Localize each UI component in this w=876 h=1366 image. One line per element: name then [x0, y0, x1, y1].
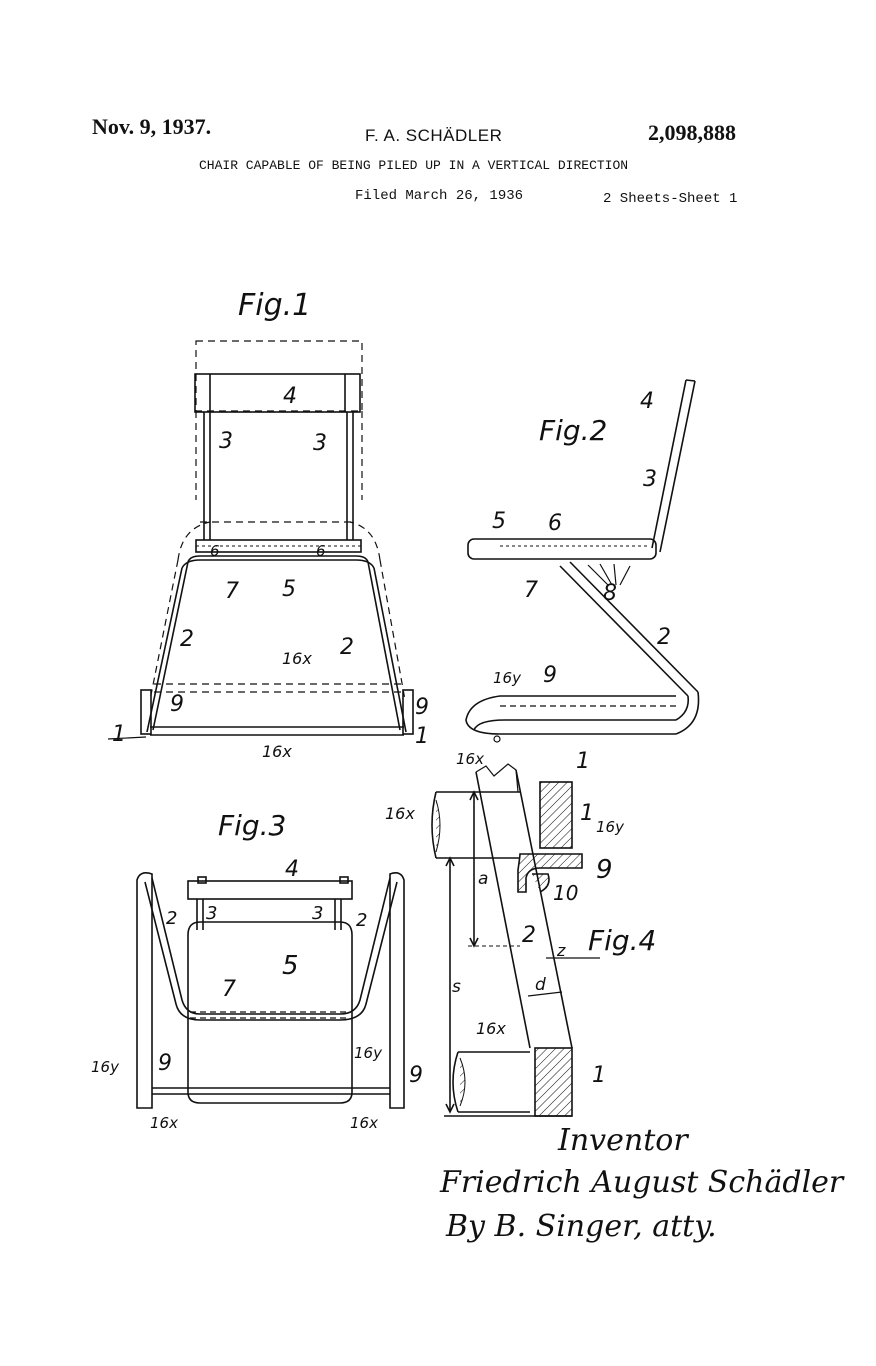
fig3-ref-9a: 9: [158, 1051, 172, 1076]
signature-attorney: By B. Singer, atty.: [445, 1209, 717, 1244]
fig1-ref-16x-bottom: 16x: [262, 742, 292, 761]
patent-date: Nov. 9, 1937.: [92, 114, 212, 139]
fig3-ref-3a: 3: [206, 903, 217, 924]
fig3-ref-2b: 2: [356, 910, 367, 931]
figure-1: Fig.1 4 3 3 6 6 7 5 2 2 16x 9 9 1 1 16x: [107, 288, 429, 761]
patent-number: 2,098,888: [648, 120, 736, 145]
fig4-ref-16x-bottom: 16x: [476, 1019, 506, 1038]
fig3-ref-3b: 3: [312, 903, 323, 924]
figure-2: Fig.2 4 3 5 6 7 8 2 16y 9 16x 1: [456, 379, 700, 774]
fig3-ref-4: 4: [285, 857, 299, 882]
fig2-ref-3: 3: [643, 467, 657, 492]
fig3-ref-5: 5: [282, 951, 299, 981]
fig3-ref-16x-a: 16x: [150, 1114, 178, 1132]
fig1-ref-3a: 3: [219, 429, 233, 454]
fig2-ref-5: 5: [492, 509, 506, 534]
patent-title: CHAIR CAPABLE OF BEING PILED UP IN A VER…: [199, 158, 629, 173]
signature-block: Inventor Friedrich August Schädler By B.…: [439, 1123, 845, 1244]
fig2-ref-6: 6: [548, 511, 562, 536]
fig3-ref-16y-a: 16y: [91, 1058, 120, 1076]
signature-inventor-name: Friedrich August Schädler: [439, 1165, 845, 1200]
fig2-ref-16x: 16x: [456, 750, 484, 768]
fig2-ref-16y: 16y: [493, 669, 522, 687]
fig3-ref-7: 7: [222, 977, 236, 1002]
fig1-ref-4: 4: [283, 384, 297, 409]
fig2-ref-7: 7: [524, 578, 538, 603]
fig3-ref-16y-b: 16y: [354, 1044, 383, 1062]
fig1-ref-6b: 6: [316, 542, 326, 560]
fig1-ref-6a: 6: [210, 542, 220, 560]
fig3-ref-9b: 9: [409, 1063, 423, 1088]
figure-3: Fig.3 4 3 3 2 2 5 7 16y 16y 9 9 16x 16x: [91, 809, 423, 1132]
signature-inventor-label: Inventor: [557, 1123, 689, 1158]
fig1-dashed-outline: [149, 340, 406, 701]
fig1-backrest: [194, 373, 361, 413]
fig4-ref-a: a: [478, 869, 488, 889]
fig1-ref-7: 7: [225, 579, 239, 604]
fig4-ref-1-bottom: 1: [592, 1063, 606, 1088]
fig2-label: Fig.2: [539, 414, 607, 447]
fig1-ref-16x-top: 16x: [282, 649, 312, 668]
fig1-ref-9a: 9: [170, 692, 184, 717]
fig4-ref-d: d: [535, 975, 546, 995]
fig1-ref-9b: 9: [415, 695, 429, 720]
fig4-ref-1-top: 1: [580, 801, 594, 826]
fig4-ref-2: 2: [522, 923, 536, 948]
fig4-ref-9: 9: [596, 855, 613, 885]
fig2-ref-8: 8: [603, 581, 617, 606]
fig2-ref-4: 4: [640, 389, 654, 414]
fig4-ref-10: 10: [553, 881, 578, 905]
fig3-label: Fig.3: [218, 809, 286, 842]
fig1-ref-1b: 1: [415, 724, 429, 749]
fig4-ref-s: s: [452, 977, 461, 997]
fig2-ref-1: 1: [576, 749, 590, 774]
filing-date: Filed March 26, 1936: [355, 188, 524, 204]
fig2-ref-2: 2: [657, 625, 671, 650]
fig3-ref-2a: 2: [166, 908, 177, 929]
fig1-ref-1a: 1: [112, 722, 126, 747]
figure-4: Fig.4 16x 1 16y 9 10 a 2 z s d 16x 1: [385, 763, 656, 1117]
fig3-ref-16x-b: 16x: [350, 1114, 378, 1132]
fig1-ref-5: 5: [282, 577, 296, 602]
fig2-ref-9: 9: [543, 663, 557, 688]
fig1-ref-3b: 3: [313, 431, 327, 456]
sheet-count: 2 Sheets-Sheet 1: [603, 191, 738, 207]
fig1-ref-2b: 2: [340, 635, 354, 660]
inventor-name: F. A. SCHÄDLER: [365, 126, 503, 145]
fig4-ref-z: z: [556, 941, 566, 960]
fig4-ref-16y: 16y: [596, 818, 625, 836]
fig1-label: Fig.1: [238, 288, 311, 323]
fig4-label: Fig.4: [588, 924, 656, 957]
fig1-ref-2a: 2: [180, 627, 194, 652]
fig4-ref-16x-top: 16x: [385, 804, 415, 823]
